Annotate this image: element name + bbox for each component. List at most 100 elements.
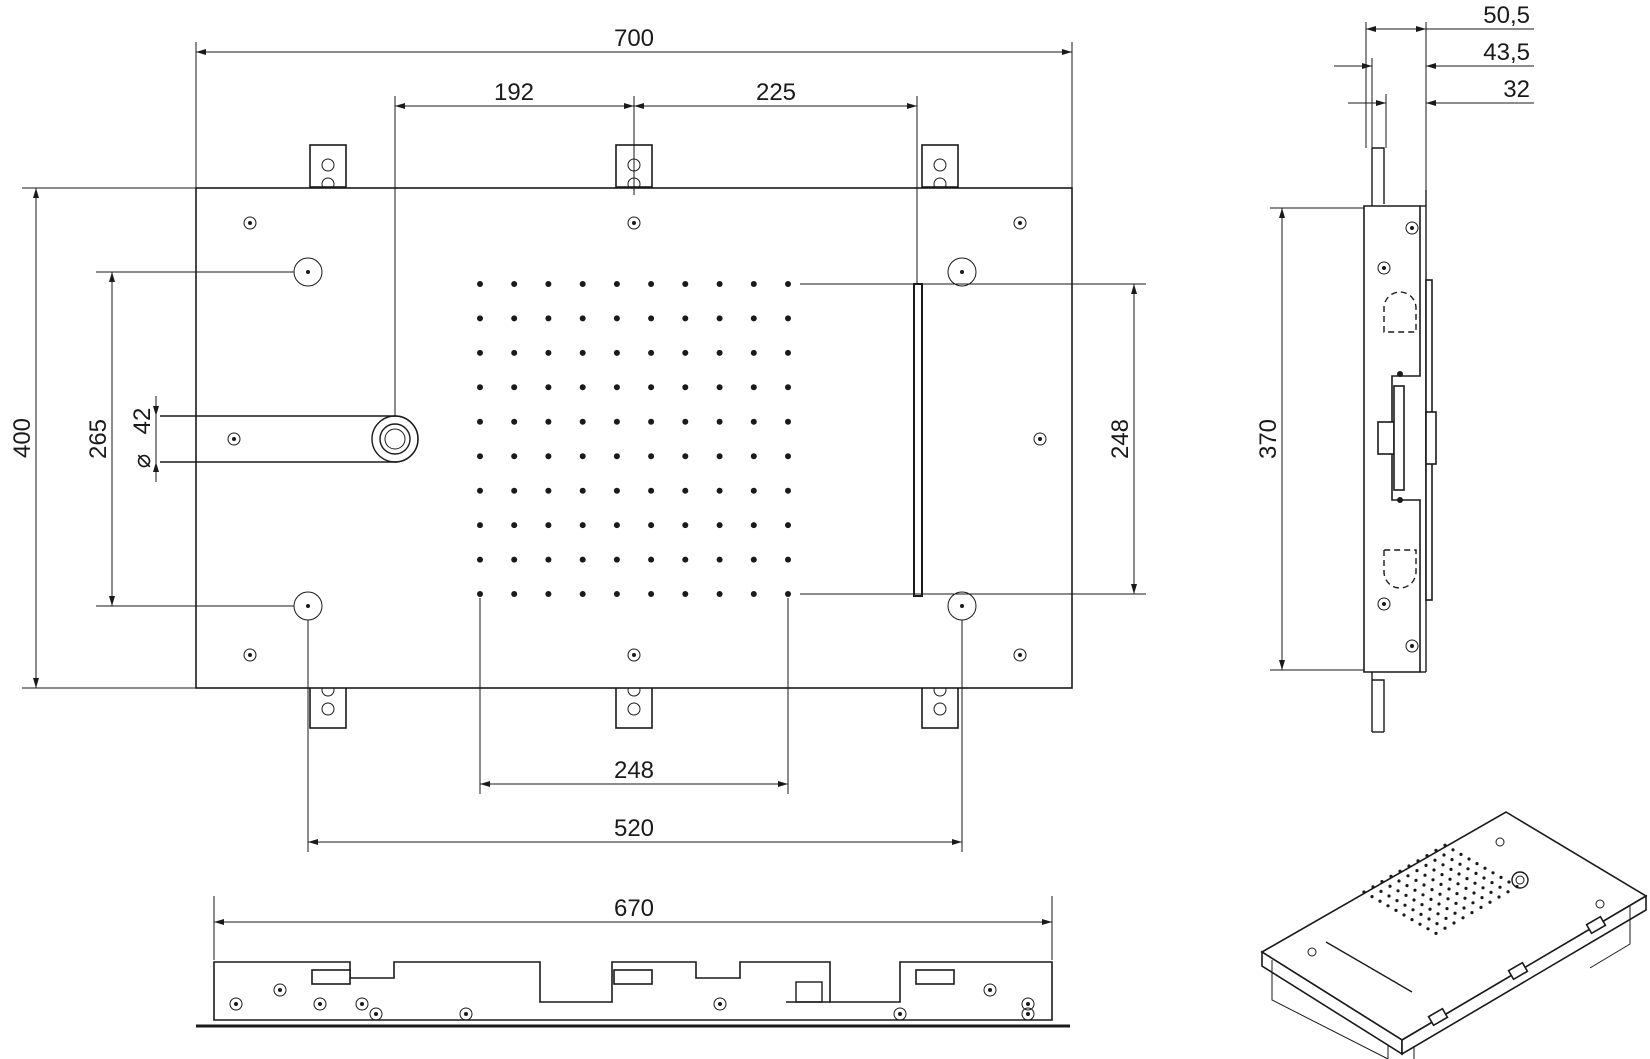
nozzle — [785, 522, 791, 529]
iso-nozzle — [1421, 893, 1425, 897]
front-view: 700 192 225 400 265 ⌀ 42 248 248 520 — [9, 25, 1146, 852]
iso-nozzle — [1462, 906, 1466, 910]
iso-nozzle — [1424, 863, 1428, 868]
nozzle — [477, 281, 483, 287]
iso-nozzle — [1443, 843, 1447, 847]
nozzle — [579, 281, 586, 287]
nozzle — [511, 281, 518, 287]
iso-nozzle — [1466, 867, 1470, 871]
nozzle — [579, 556, 586, 563]
nozzle — [682, 453, 689, 460]
nozzle — [716, 349, 723, 356]
nozzle — [545, 418, 552, 425]
nozzle — [477, 591, 483, 597]
nozzle — [682, 556, 689, 563]
nozzle — [477, 349, 483, 356]
nozzle — [579, 315, 586, 322]
nozzle — [716, 418, 723, 425]
iso-nozzle — [1455, 892, 1459, 896]
nozzle — [511, 418, 518, 425]
iso-nozzle — [1406, 874, 1410, 878]
dim-height-400: 400 — [9, 418, 36, 458]
nozzle — [750, 487, 757, 494]
iso-nozzle — [1412, 898, 1416, 902]
nozzle — [785, 556, 791, 563]
iso-nozzle — [1414, 878, 1418, 883]
iso-nozzle — [1449, 867, 1453, 872]
nozzle — [750, 281, 757, 287]
nozzle — [545, 315, 552, 322]
iso-nozzle — [1434, 931, 1438, 936]
nozzle — [579, 522, 586, 529]
iso-nozzle — [1402, 913, 1406, 917]
iso-nozzle — [1456, 882, 1460, 886]
dimension-labels: 700 192 225 400 265 ⌀ 42 248 248 520 — [9, 25, 1134, 842]
nozzle — [613, 591, 620, 597]
iso-nozzle — [1426, 927, 1430, 931]
nozzle — [511, 315, 518, 322]
iso-nozzle — [1430, 888, 1434, 892]
nozzle — [785, 315, 791, 322]
dim-depth-50-5: 50,5 — [1483, 2, 1530, 29]
nozzle — [579, 349, 586, 356]
iso-nozzle — [1389, 874, 1393, 879]
inlet-bracket — [795, 981, 823, 1003]
nozzle — [785, 418, 791, 425]
nozzle — [785, 281, 791, 287]
iso-nozzle — [1396, 889, 1400, 893]
nozzle — [511, 522, 518, 529]
nozzle — [785, 453, 791, 460]
iso-nozzle — [1454, 901, 1458, 906]
dim-depth-32: 32 — [1503, 76, 1530, 103]
iso-nozzle — [1418, 922, 1422, 926]
iso-nozzle — [1458, 862, 1462, 866]
iso-nozzle — [1437, 902, 1441, 906]
iso-nozzle — [1362, 890, 1366, 894]
iso-nozzle — [1453, 911, 1457, 915]
iso-nozzle — [1440, 873, 1444, 877]
iso-nozzle — [1397, 879, 1401, 883]
nozzle — [477, 487, 483, 494]
iso-nozzle — [1413, 888, 1417, 892]
shower-plate — [195, 187, 1073, 689]
nozzle — [579, 453, 586, 460]
nozzle — [648, 315, 655, 322]
iso-nozzle — [1488, 900, 1492, 904]
nozzle — [682, 487, 689, 494]
iso-nozzle — [1403, 903, 1407, 907]
nozzle — [648, 556, 655, 563]
iso-nozzle — [1506, 890, 1510, 894]
dim-spacing-225: 225 — [756, 79, 796, 106]
iso-nozzle — [1420, 903, 1424, 907]
iso-nozzle — [1425, 854, 1429, 858]
nozzle — [785, 384, 791, 391]
side-view: 50,5 43,5 32 370 — [1255, 2, 1534, 733]
iso-nozzle — [1497, 895, 1501, 899]
extension-lines — [22, 42, 1146, 852]
nozzle — [545, 281, 552, 287]
iso-nozzle — [1445, 907, 1449, 911]
iso-nozzle — [1467, 857, 1471, 861]
nozzle — [477, 522, 483, 529]
nozzle — [750, 556, 757, 563]
nozzle — [750, 453, 757, 460]
iso-nozzle — [1435, 922, 1439, 926]
mounting-tabs — [309, 144, 959, 729]
iso-nozzle — [1434, 848, 1438, 853]
iso-nozzle — [1515, 885, 1519, 889]
iso-nozzle — [1371, 885, 1375, 889]
nozzle — [682, 281, 689, 287]
iso-nozzle — [1442, 853, 1446, 857]
nozzle — [545, 384, 552, 391]
iso-nozzle — [1431, 878, 1435, 882]
iso-nozzle — [1438, 892, 1442, 896]
iso-nozzle — [1470, 911, 1474, 915]
iso-nozzle — [1459, 852, 1463, 857]
iso-nozzle — [1439, 882, 1443, 887]
nozzle — [477, 453, 483, 460]
dim-spacing-192: 192 — [494, 79, 534, 106]
nozzle — [613, 281, 620, 287]
nozzle — [613, 349, 620, 356]
iso-nozzle — [1405, 884, 1409, 888]
